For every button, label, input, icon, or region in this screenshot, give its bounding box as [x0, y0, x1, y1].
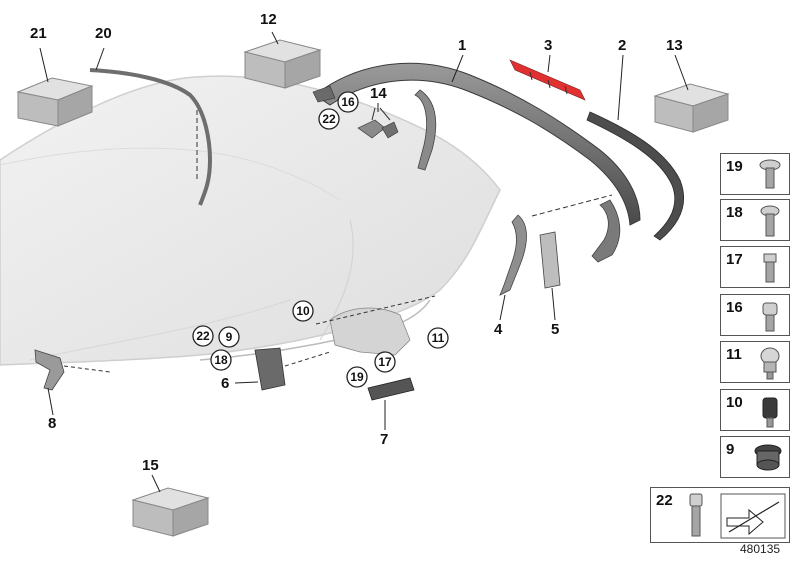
red-strip-3 [509, 59, 586, 101]
callout-17: 17 [374, 351, 396, 373]
svg-text:17: 17 [378, 355, 392, 369]
label-21: 21 [30, 25, 47, 42]
soft-top-roof [0, 75, 501, 366]
bolt-icon [763, 253, 777, 283]
label-20: 20 [95, 25, 112, 42]
seal-2 [586, 111, 684, 241]
svg-text:22: 22 [322, 112, 336, 126]
svg-text:11: 11 [432, 331, 445, 345]
rivet-icon [760, 347, 780, 380]
label-5: 5 [551, 321, 559, 338]
screw-icon [689, 493, 703, 537]
box-13 [653, 83, 730, 133]
hardware-panel-9: 9 [720, 436, 790, 478]
panel-label-19: 19 [726, 158, 743, 175]
bracket-6 [254, 347, 331, 391]
label-8: 8 [48, 415, 56, 432]
panel-label-9: 9 [726, 441, 735, 458]
panel-label-22: 22 [656, 492, 673, 509]
label-1: 1 [458, 37, 466, 54]
callout-16: 16 [337, 91, 359, 113]
hardware-panel-18: 18 [720, 199, 790, 241]
screw-icon [759, 159, 781, 189]
callout-18: 18 [210, 349, 232, 371]
callout-19: 19 [346, 366, 368, 388]
callout-11: 11 [427, 327, 449, 349]
label-2: 2 [618, 37, 626, 54]
hardware-panel-16: 16 [720, 294, 790, 336]
bracket-5 [539, 231, 561, 289]
clip-nut-icon [754, 444, 782, 471]
buffer-icon [762, 397, 778, 428]
arrow-symbol-icon [720, 493, 786, 539]
box-15 [131, 487, 210, 537]
svg-text:10: 10 [296, 304, 310, 318]
hinge-16 [312, 85, 336, 103]
panel-label-11: 11 [726, 346, 742, 363]
callout-22-left: 22 [192, 325, 214, 347]
hardware-panel-19: 19 [720, 153, 790, 195]
svg-text:22: 22 [196, 329, 210, 343]
svg-text:9: 9 [226, 330, 233, 344]
arm-4 [499, 194, 613, 296]
label-7: 7 [380, 431, 388, 448]
bolt-icon [762, 302, 778, 332]
panel-label-17: 17 [726, 251, 743, 268]
part-labels: 21 20 12 1 3 2 13 14 4 5 6 7 8 15 [30, 11, 683, 474]
label-3: 3 [544, 37, 552, 54]
callout-9: 9 [218, 326, 240, 348]
hardware-panel-10: 10 [720, 389, 790, 431]
callout-22-top: 22 [318, 108, 340, 130]
circled-callouts: 16 22 10 11 22 9 18 17 [192, 91, 449, 388]
plate-7 [367, 377, 415, 401]
main-bow-1 [314, 62, 641, 263]
label-14: 14 [370, 85, 387, 102]
bracket-14 [357, 107, 399, 139]
label-13: 13 [666, 37, 683, 54]
callout-10: 10 [292, 300, 314, 322]
label-15: 15 [142, 457, 159, 474]
screw-icon [760, 205, 780, 237]
hardware-panel-17: 17 [720, 246, 790, 288]
seal-strip-20 [89, 68, 213, 206]
hardware-panel-11: 11 [720, 341, 790, 383]
label-6: 6 [221, 375, 229, 392]
svg-text:16: 16 [341, 95, 355, 109]
panel-label-10: 10 [726, 394, 743, 411]
hardware-panel-22: 22 [650, 487, 790, 543]
svg-text:19: 19 [350, 370, 364, 384]
panel-label-16: 16 [726, 299, 743, 316]
label-12: 12 [260, 11, 277, 28]
box-21 [16, 77, 94, 127]
box-12 [243, 39, 322, 89]
svg-text:18: 18 [214, 353, 228, 367]
panel-label-18: 18 [726, 204, 743, 221]
label-4: 4 [494, 321, 503, 338]
diagram-id: 480135 [740, 542, 781, 556]
leader-lines [39, 31, 689, 493]
